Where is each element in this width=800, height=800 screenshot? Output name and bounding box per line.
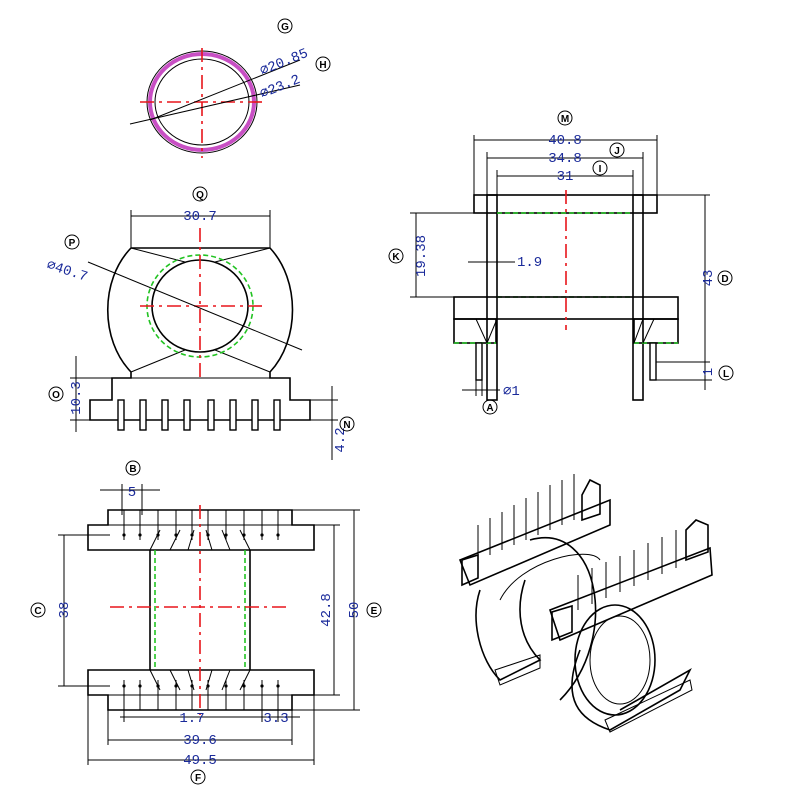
dim-inner-w-text: 39.6 [183,733,217,749]
label-i-circle [592,160,608,176]
side-right-foot [633,318,679,344]
label-f-circle [190,769,206,785]
label-b-circle [125,460,141,476]
label-l-circle [718,365,734,381]
dim-q-text: 30.7 [183,209,217,225]
label-d-circle [717,270,733,286]
label-i: I [599,164,602,175]
label-o: O [52,390,60,401]
label-k: K [392,252,400,263]
label-h-circle [315,56,331,72]
label-n: N [343,420,350,431]
top-view: B 5 [30,460,382,785]
leader-p [87,261,303,351]
dim-p-text: ⌀40.7 [44,258,89,286]
label-c-circle [30,602,46,618]
dim-pin-text: 1.7 [179,711,204,727]
top-lower-flange [87,669,315,711]
label-l: L [723,369,729,380]
label-j: J [614,146,620,157]
label-a-circle [482,399,498,415]
dim-k-text: 19.38 [414,235,430,277]
dim-m-text: 40.8 [548,133,582,149]
dim-a-text: ⌀1 [503,384,520,400]
dim-c-text: 38 [57,602,73,619]
label-f: F [195,773,201,784]
dim-n-text: 4.2 [333,427,349,452]
label-b: B [129,464,136,475]
label-p: P [69,238,76,249]
label-h: H [319,60,326,71]
label-p-circle [64,234,80,250]
label-m: M [561,114,569,125]
dim-f-text: 49.5 [183,753,217,769]
dim-g-text: ⌀20.85 [258,46,311,80]
side-pin-left [475,342,483,381]
side-view: M 40.8 J 34.8 I 31 [388,110,734,415]
dim-wall-text: 1.9 [517,255,542,271]
side-left-foot [453,318,497,344]
label-o-circle [48,386,64,402]
label-g: G [281,22,289,33]
label-q: Q [196,190,204,201]
label-a: A [486,403,493,414]
label-e: E [371,606,378,617]
dim-e-text: 50 [347,602,363,619]
side-pin-right [649,342,657,381]
label-d: D [721,274,728,285]
dim-inner-text: 42.8 [319,593,335,627]
isometric-view [458,474,713,733]
front-pins [117,399,281,431]
label-k-circle [388,248,404,264]
label-m-circle [557,110,573,126]
dim-d-text: 43 [701,270,717,287]
leader-h [129,84,301,125]
front-body-outline [89,247,311,421]
leader-g [149,59,301,121]
label-q-circle [192,186,208,202]
label-c: C [34,606,41,617]
dim-j-text: 34.8 [548,151,582,167]
dim-i-text: 31 [557,169,574,185]
label-n-circle [339,416,355,432]
top-upper-flange [87,509,315,551]
front-view: Q 30.7 ⌀40.7 P [44,186,355,460]
dim-o-text: 10.3 [69,381,85,415]
dim-l-text: 1 [701,368,717,376]
dim-pitch-text: 3.3 [263,711,288,727]
label-e-circle [366,602,382,618]
dim-b-text: 5 [128,485,136,501]
label-j-circle [609,142,625,158]
circle-view: ⌀20.85 ⌀23.2 G H [129,18,331,158]
label-g-circle [277,18,293,34]
